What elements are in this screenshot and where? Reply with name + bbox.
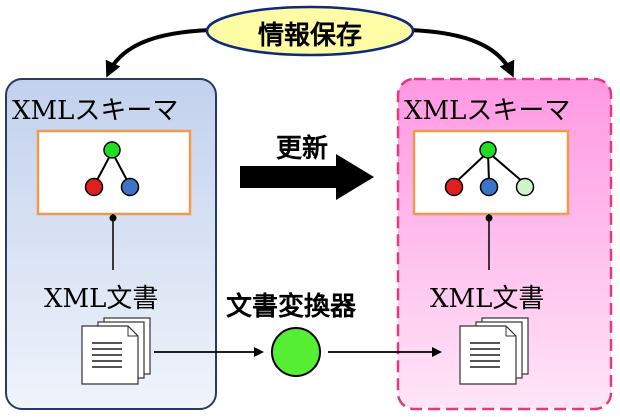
update-label: 更新 bbox=[276, 134, 329, 164]
left-tree-icon bbox=[84, 141, 140, 197]
converter-label: 文書変換器 bbox=[226, 292, 357, 322]
right-curve-arrow bbox=[407, 28, 515, 78]
left-curve-arrow bbox=[105, 28, 213, 78]
converter-circle-icon bbox=[271, 327, 321, 377]
right-document-label: XML文書 bbox=[430, 284, 545, 314]
info-save-label: 情報保存 bbox=[257, 21, 362, 51]
right-tree-root-node bbox=[479, 141, 497, 159]
left-tree-root-node bbox=[103, 141, 121, 159]
left-tree-red-node bbox=[84, 177, 104, 197]
right-schema-title: XMLスキーマ bbox=[404, 96, 571, 126]
right-tree-new-node bbox=[515, 177, 535, 197]
right-document-stack-icon bbox=[459, 317, 529, 385]
left-schema-title: XMLスキーマ bbox=[12, 96, 179, 126]
left-document-stack-icon bbox=[81, 317, 151, 385]
right-tree-icon bbox=[444, 141, 535, 197]
right-tree-red-node bbox=[444, 177, 464, 197]
right-tree-blue-node bbox=[479, 177, 499, 197]
left-tree-blue-node bbox=[120, 177, 140, 197]
update-arrow-icon bbox=[240, 154, 374, 200]
info-save-ellipse bbox=[205, 5, 415, 57]
left-document-label: XML文書 bbox=[44, 284, 159, 314]
